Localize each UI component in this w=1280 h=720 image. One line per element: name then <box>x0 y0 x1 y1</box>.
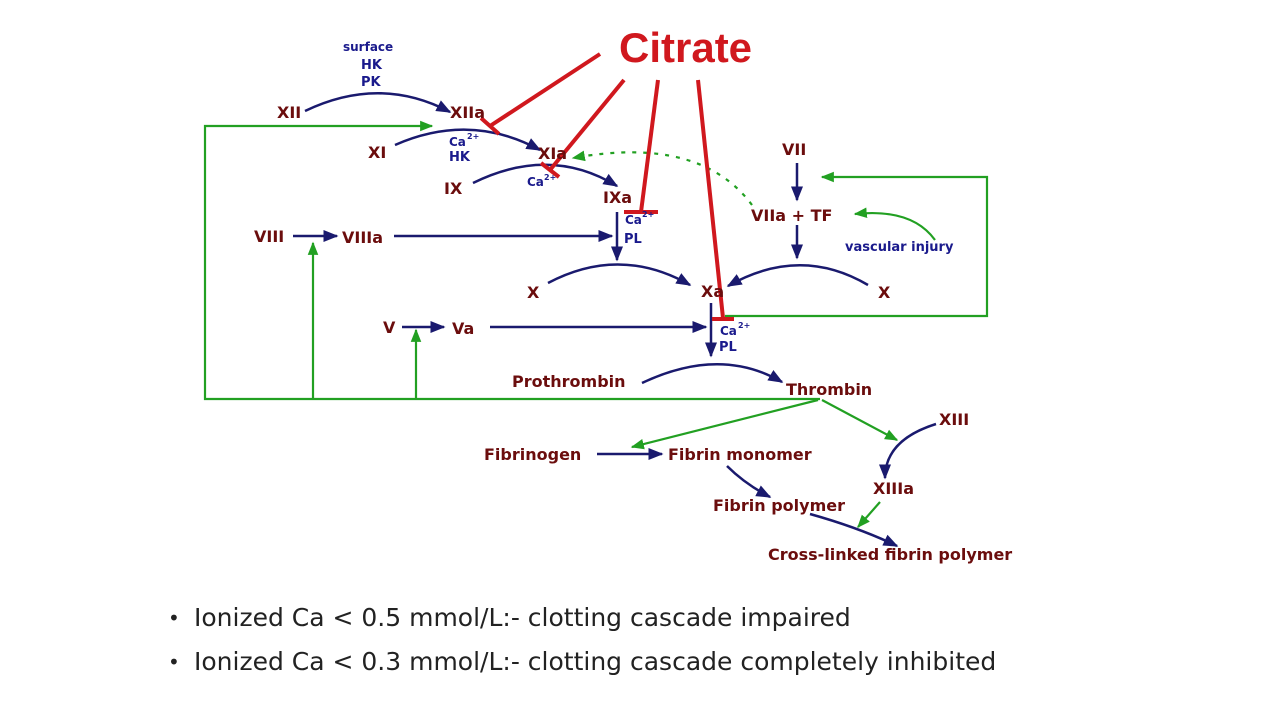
factor-viia-tf: VIIa + TF <box>751 206 832 225</box>
crosslinked-fibrin-polymer: Cross-linked fibrin polymer <box>768 545 1012 564</box>
xi-to-xia <box>394 128 542 152</box>
factor-xia: XIa <box>538 144 567 163</box>
bullet-item: • Ionized Ca < 0.5 mmol/L:- clotting casc… <box>168 598 996 642</box>
cofactor-ca-4: Ca <box>720 324 737 338</box>
fibrinogen: Fibrinogen <box>484 445 581 464</box>
viia-to-xia-dotted <box>571 150 753 206</box>
cofactor-ca-1: Ca <box>449 135 466 149</box>
cofactor-hk-2: HK <box>449 150 471 165</box>
xii-to-xiia <box>304 92 452 114</box>
bullet-dot: • <box>168 650 180 674</box>
factor-viiia: VIIIa <box>342 228 383 247</box>
cofactor-ca-1-sup: 2+ <box>467 132 479 141</box>
bullet-text: Ionized Ca < 0.3 mmol/L:- clotting casca… <box>194 647 997 676</box>
bullet-item: • Ionized Ca < 0.3 mmol/L:- clotting casc… <box>168 642 996 686</box>
bullet-text: Ionized Ca < 0.5 mmol/L:- clotting casca… <box>194 603 851 632</box>
cofactor-hk-top: HK <box>361 58 383 73</box>
factor-viii: VIII <box>254 227 284 246</box>
x-right-to-xa <box>726 264 869 288</box>
factor-x-left: X <box>527 283 540 302</box>
xiiia-to-crosslink <box>857 501 881 528</box>
cofactor-surface: surface <box>343 40 393 54</box>
factor-xa: Xa <box>701 282 724 301</box>
citrate-inhibit-xia-bar <box>539 161 561 179</box>
ix-to-ixa <box>472 163 619 188</box>
fibrin-monomer: Fibrin monomer <box>668 445 812 464</box>
vascular-injury-arrow <box>853 207 936 241</box>
cofactor-ca-2-sup: 2+ <box>544 173 556 182</box>
factor-ix: IX <box>444 179 463 198</box>
factor-xiiia: XIIIa <box>873 479 914 498</box>
factor-x-right: X <box>878 283 891 302</box>
coagulation-cascade-diagram: Citrate XII XIIa XI XIa IX IXa VII VIIa … <box>203 24 1012 564</box>
citrate-inhibit-xa <box>696 79 725 319</box>
factor-va: Va <box>452 319 474 338</box>
factor-vii: VII <box>782 140 806 159</box>
monomer-to-polymer <box>726 465 772 499</box>
cofactor-ca-3-sup: 2+ <box>642 210 654 219</box>
cofactor-ca-3: Ca <box>625 213 642 227</box>
citrate-inhibit-ixa <box>639 79 660 213</box>
fibrin-polymer: Fibrin polymer <box>713 496 845 515</box>
xiii-to-xiiia <box>879 422 937 480</box>
factor-v: V <box>383 318 396 337</box>
vascular-injury-label: vascular injury <box>845 240 954 255</box>
factor-xiia: XIIa <box>450 103 485 122</box>
citrate-inhibit-xiia <box>488 52 602 128</box>
thrombin-to-fibrinogen <box>630 398 819 450</box>
thrombin: Thrombin <box>786 380 872 399</box>
citrate-inhibit-xiia-bar <box>479 116 501 136</box>
cofactor-ca-4-sup: 2+ <box>738 321 750 330</box>
factor-xiii: XIII <box>939 410 969 429</box>
thrombin-feedback-loop <box>203 120 820 401</box>
thrombin-to-xiii <box>821 399 899 441</box>
polymer-to-crosslinked <box>809 512 899 548</box>
prothrombin-to-thrombin <box>641 363 784 385</box>
factor-ixa: IXa <box>603 188 632 207</box>
citrate-label: Citrate <box>619 24 752 71</box>
cofactor-pl-2: PL <box>719 340 737 355</box>
bullet-dot: • <box>168 606 180 630</box>
cofactor-ca-2: Ca <box>527 175 544 189</box>
citrate-inhibit-xia <box>548 78 626 172</box>
x-left-to-xa <box>547 263 692 287</box>
cofactor-pk: PK <box>361 75 382 90</box>
cofactor-pl-1: PL <box>624 232 642 247</box>
factor-xii: XII <box>277 103 301 122</box>
bullet-list: • Ionized Ca < 0.5 mmol/L:- clotting casc… <box>168 598 996 686</box>
xa-feedback-to-viia <box>725 171 989 318</box>
prothrombin: Prothrombin <box>512 372 626 391</box>
factor-xi: XI <box>368 143 386 162</box>
